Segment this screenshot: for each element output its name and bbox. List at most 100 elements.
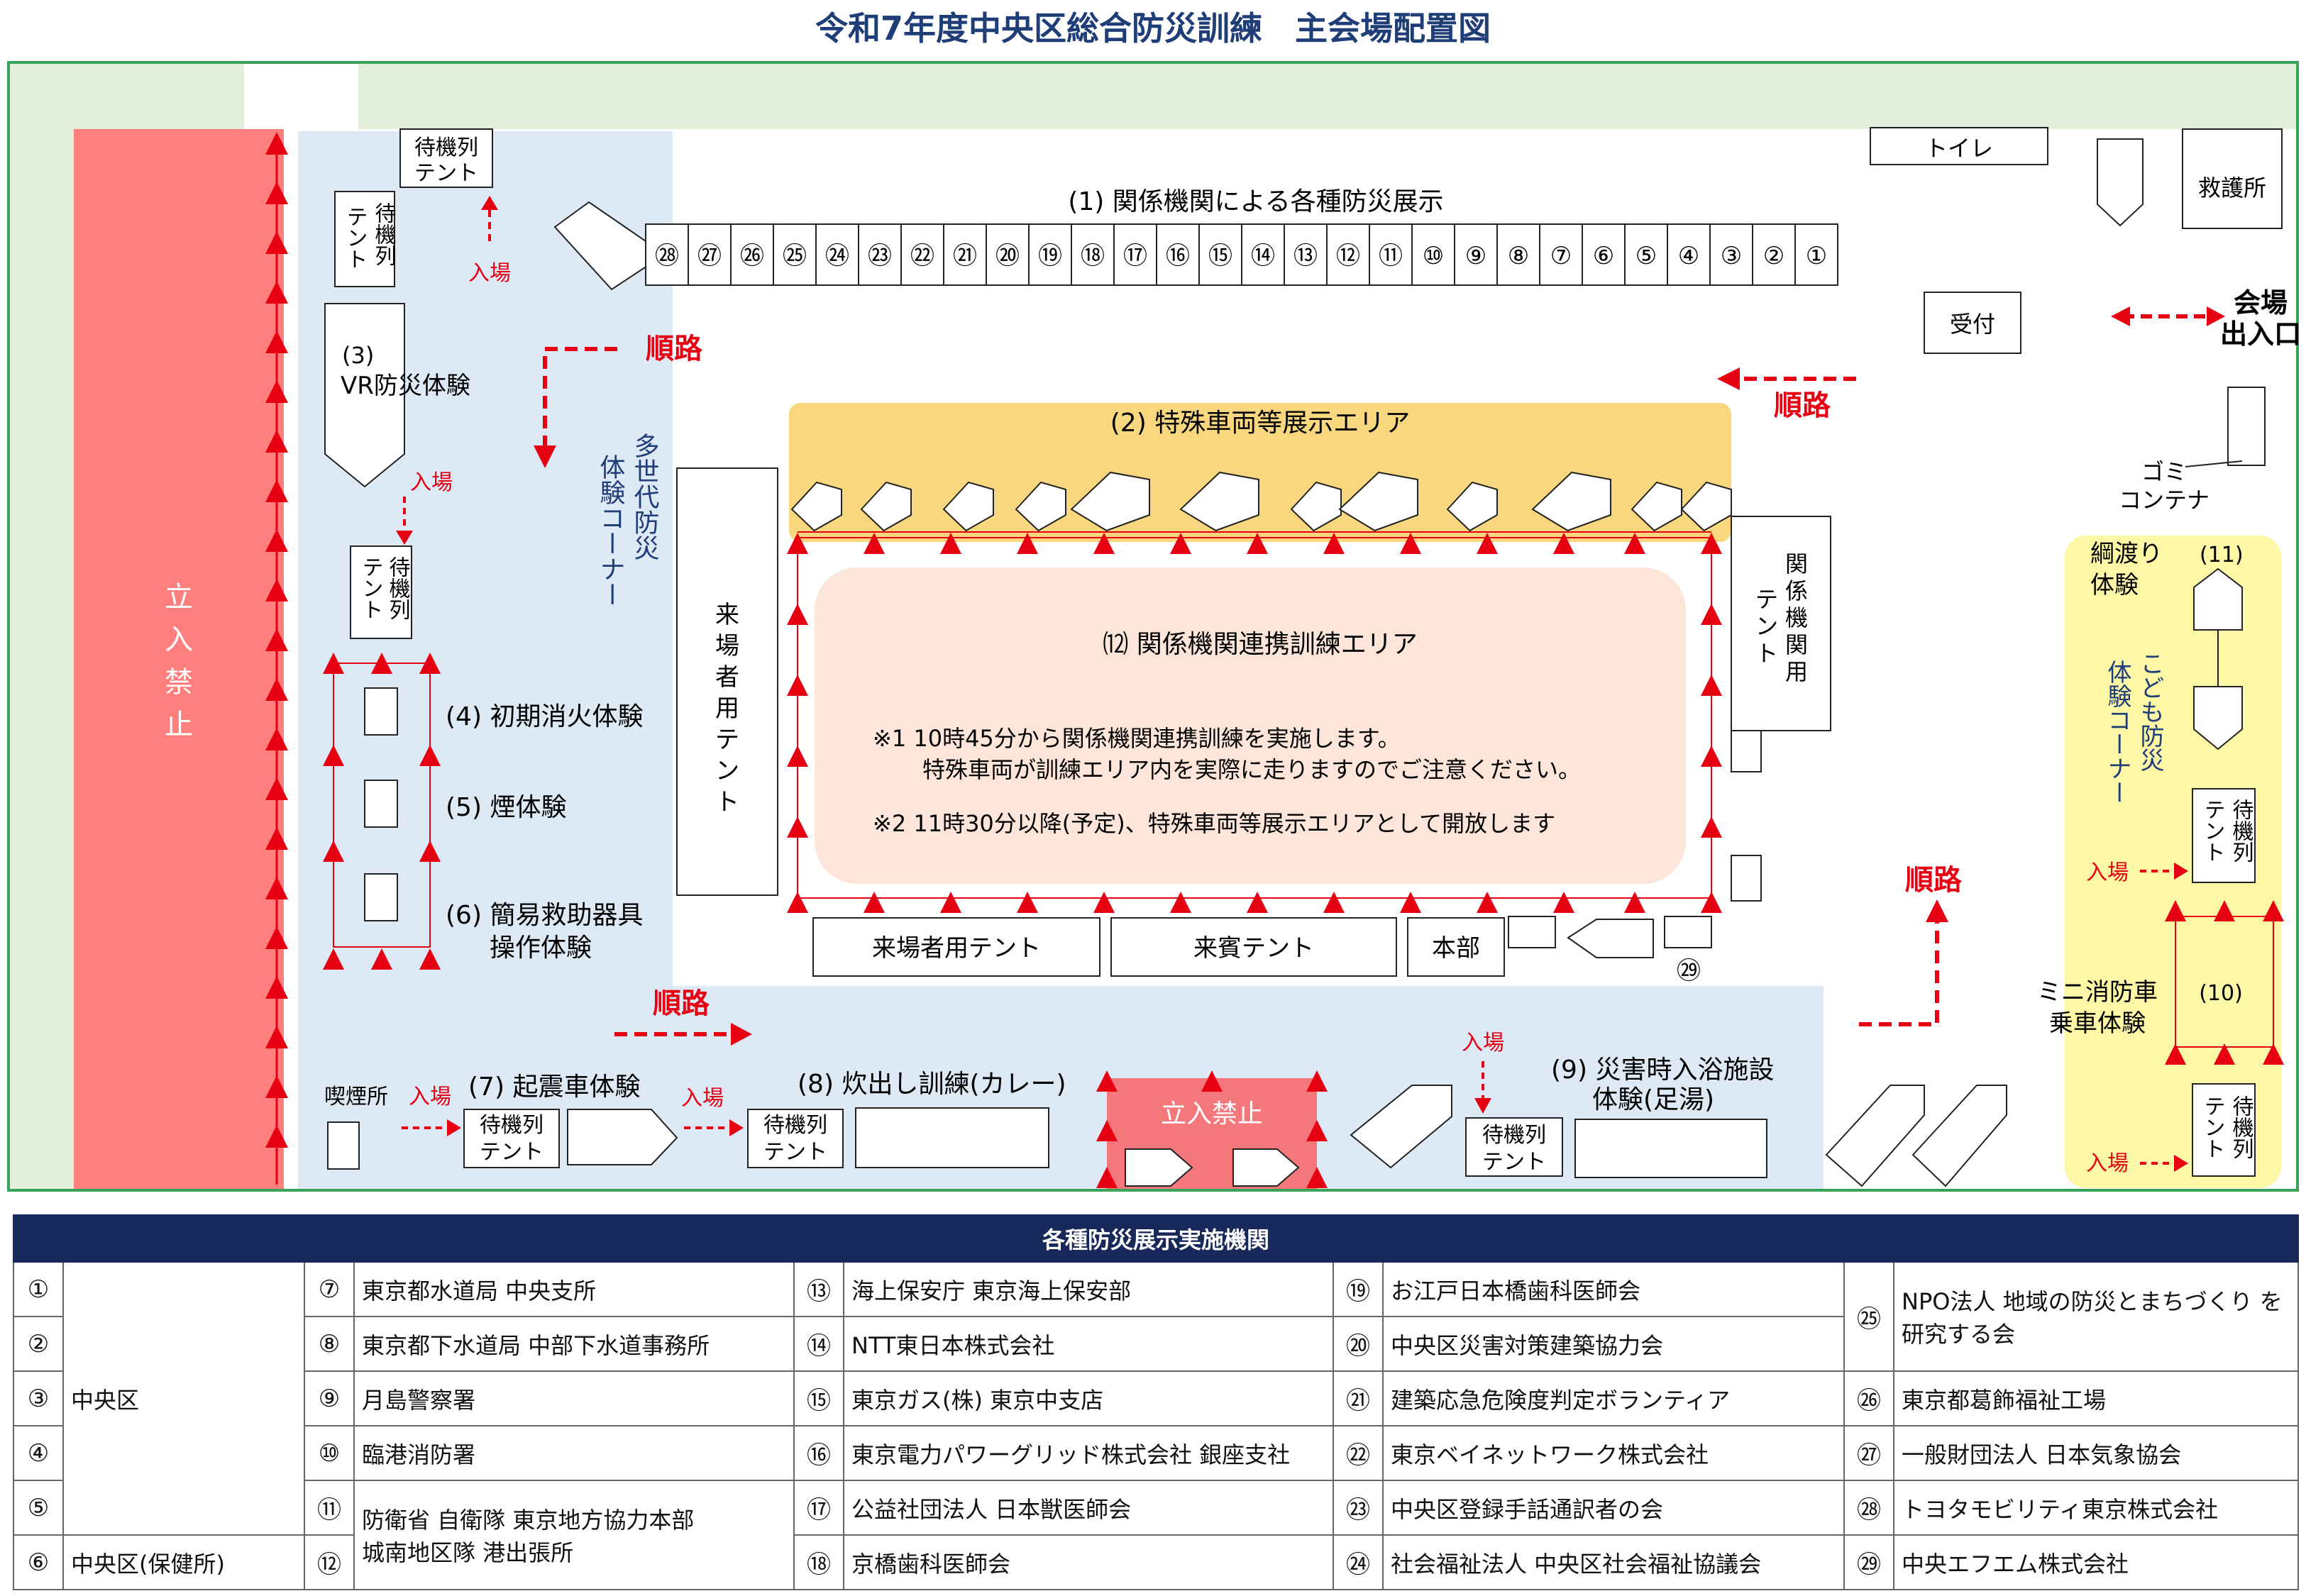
table-cell: ㉕ bbox=[1843, 1261, 1894, 1372]
booth bbox=[645, 223, 689, 286]
barrier-triangle bbox=[1553, 892, 1574, 913]
vehicle-row bbox=[790, 471, 1732, 532]
table-cell: ⑥ bbox=[13, 1534, 64, 1590]
special-vehicle-label: (2) 特殊車両等展示エリア bbox=[1110, 409, 1410, 438]
booth-number: ① bbox=[1806, 242, 1827, 270]
svg-text:テント: テント bbox=[414, 161, 478, 186]
special-vehicle bbox=[860, 481, 912, 532]
table-cell: 中央区(保健所) bbox=[62, 1534, 305, 1590]
booth bbox=[1411, 223, 1455, 286]
table-cell: ④ bbox=[13, 1425, 64, 1481]
cooking-booth bbox=[855, 1107, 1049, 1168]
svg-text:立: 立 bbox=[165, 581, 193, 614]
table-cell: 公益社団法人 日本獣医師会 bbox=[843, 1480, 1334, 1536]
svg-text:止: 止 bbox=[165, 709, 193, 741]
barrier-triangle bbox=[1701, 675, 1722, 696]
svg-text:ゴミ: ゴミ bbox=[2141, 458, 2187, 485]
svg-text:来: 来 bbox=[715, 601, 739, 629]
barrier-triangle bbox=[265, 678, 288, 701]
svg-text:救護所: 救護所 bbox=[2198, 174, 2266, 201]
barrier-triangle bbox=[1701, 816, 1722, 838]
barrier-triangle bbox=[1306, 1070, 1328, 1092]
booth-number: ⑤ bbox=[1635, 242, 1657, 270]
table-cell: ⑰ bbox=[793, 1480, 844, 1536]
mini-truck-num: (10) bbox=[2199, 981, 2243, 1006]
svg-text:来賓テント: 来賓テント bbox=[1193, 934, 1314, 963]
svg-text:関: 関 bbox=[1785, 631, 1808, 658]
barrier-triangle bbox=[1306, 1167, 1328, 1188]
barrier-triangle bbox=[265, 777, 288, 800]
barrier-triangle bbox=[323, 948, 344, 970]
table-cell: ⑭ bbox=[793, 1316, 844, 1372]
barrier-triangle bbox=[1323, 892, 1345, 913]
barrier-triangle bbox=[265, 976, 288, 999]
vehicle-shape bbox=[1825, 1085, 1925, 1187]
earthquake-label: (7) 起震車体験 bbox=[468, 1073, 640, 1102]
barrier-triangle bbox=[1400, 533, 1421, 554]
visitor-tent bbox=[812, 917, 1100, 977]
barrier-triangle bbox=[940, 533, 961, 554]
booth bbox=[1709, 223, 1753, 286]
no-entry-label-center: 立入禁止 bbox=[1161, 1099, 1263, 1129]
booth-number: ⑪ bbox=[1379, 242, 1403, 270]
entry-label-3: 入場 bbox=[409, 1085, 451, 1109]
booth bbox=[1071, 223, 1115, 286]
booth bbox=[1113, 223, 1157, 286]
entry-label-1: 入場 bbox=[468, 261, 511, 286]
booth bbox=[815, 223, 859, 286]
route-label-4: 順路 bbox=[1905, 864, 1963, 897]
tightrope-label-1: 綱渡り bbox=[2090, 540, 2163, 568]
entry-label-5: 入場 bbox=[1462, 1031, 1504, 1055]
svg-text:ン: ン bbox=[715, 757, 739, 785]
table-cell: 一般財団法人 日本気象協会 bbox=[1892, 1425, 2300, 1481]
waiting-tent-left bbox=[334, 191, 395, 287]
booth-number: ③ bbox=[1721, 242, 1742, 270]
booth-number: ⑥ bbox=[1593, 242, 1614, 270]
table-cell: ② bbox=[13, 1316, 64, 1372]
bath-label-1: (9) 災害時入浴施設 bbox=[1551, 1055, 1774, 1085]
booth bbox=[943, 223, 987, 286]
svg-text:入: 入 bbox=[165, 624, 193, 656]
booth-number: ㉖ bbox=[740, 242, 764, 270]
tightrope-num: (11) bbox=[2200, 543, 2244, 567]
barrier-triangle bbox=[371, 653, 392, 674]
svg-text:テント: テント bbox=[1482, 1150, 1546, 1175]
barrier-triangle bbox=[864, 533, 885, 554]
booth bbox=[900, 223, 944, 286]
table-cell: ㉒ bbox=[1333, 1425, 1384, 1481]
table-cell: 中央エフエム株式会社 bbox=[1892, 1534, 2300, 1590]
barrier-triangle bbox=[1701, 533, 1722, 554]
tightrope-equipment-bottom bbox=[2193, 686, 2243, 750]
barrier-triangle bbox=[265, 380, 288, 403]
booth-number: ⑱ bbox=[1081, 242, 1105, 270]
earthquake-vehicle bbox=[567, 1109, 678, 1165]
vr-label: VR防災体験 bbox=[341, 372, 470, 400]
table-header: 各種防災展示実施機関 bbox=[12, 1214, 2300, 1263]
barrier-triangle bbox=[371, 948, 392, 970]
svg-text:テ: テ bbox=[1755, 586, 1778, 613]
barrier-triangle bbox=[1017, 892, 1038, 913]
barrier-triangle bbox=[1093, 533, 1115, 554]
barrier-triangles-kids bbox=[2165, 900, 2284, 1065]
svg-text:テント: テント bbox=[2200, 799, 2225, 863]
barrier-triangle bbox=[2214, 1043, 2235, 1065]
barrier-triangle bbox=[265, 132, 288, 155]
svg-text:本部: 本部 bbox=[1432, 934, 1480, 963]
multi-generation-label-2: 体験コーナー bbox=[596, 454, 625, 607]
table-cell: 中央区災害対策建築協力会 bbox=[1382, 1316, 1845, 1372]
barrier-triangle bbox=[1323, 533, 1345, 554]
table-cell: ㉔ bbox=[1333, 1534, 1384, 1590]
special-vehicle bbox=[1531, 471, 1611, 532]
waiting-tent-cooking bbox=[747, 1109, 844, 1168]
table-cell: 建築応急危険度判定ボランティア bbox=[1382, 1370, 1845, 1426]
barrier-triangle bbox=[1170, 892, 1191, 913]
visitor-tent-vertical bbox=[676, 467, 778, 896]
barrier-triangle bbox=[1701, 892, 1722, 913]
barrier-triangle bbox=[265, 579, 288, 602]
booth-number: ⑯ bbox=[1166, 242, 1190, 270]
table-cell: ⑧ bbox=[304, 1316, 355, 1372]
table-cell: ㉘ bbox=[1843, 1480, 1894, 1536]
table-cell: ㉗ bbox=[1843, 1425, 1894, 1481]
svg-text:待機列: 待機列 bbox=[371, 202, 397, 266]
